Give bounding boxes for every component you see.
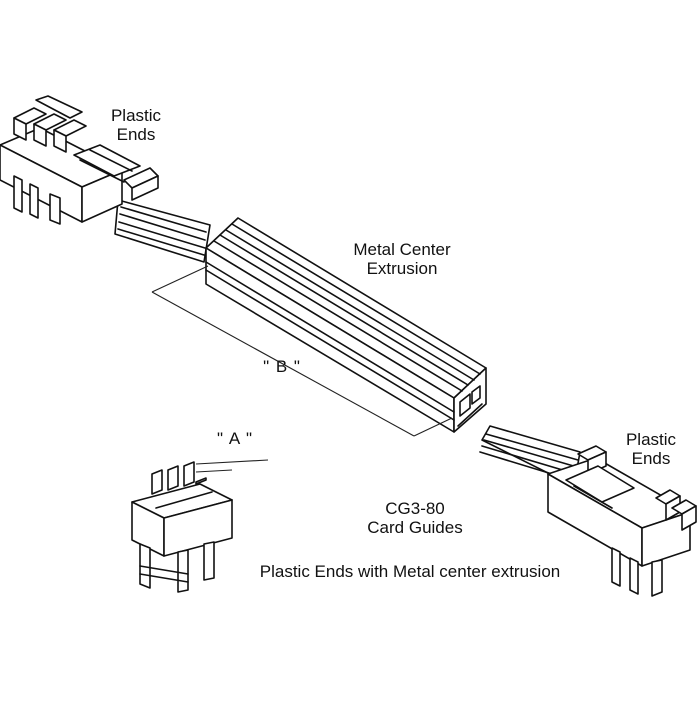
card-guide-front-right [163, 499, 233, 557]
label-model-name: CG3-80 Card Guides [367, 499, 463, 538]
metal-center-extrusion [205, 217, 487, 433]
plastic-end-top-left [0, 95, 211, 263]
plastic-end-top-body-side [81, 169, 123, 223]
label-plastic-ends-bottom: Plastic Ends [625, 430, 677, 469]
label-metal-center-extrusion: Metal Center Extrusion [353, 240, 451, 279]
plastic-end-bottom-right [479, 425, 697, 597]
dimension-a [195, 459, 269, 473]
label-plastic-ends-top: Plastic Ends [110, 106, 162, 145]
plastic-end-top-rail [114, 199, 211, 263]
label-caption: Plastic Ends with Metal center extrusion [259, 562, 561, 581]
label-dimension-a: " A " [217, 429, 253, 448]
plastic-end-bottom-body-side [641, 511, 691, 567]
label-dimension-b: " B " [263, 357, 301, 376]
dimension-b [151, 265, 453, 437]
card-guide-small [131, 461, 233, 593]
